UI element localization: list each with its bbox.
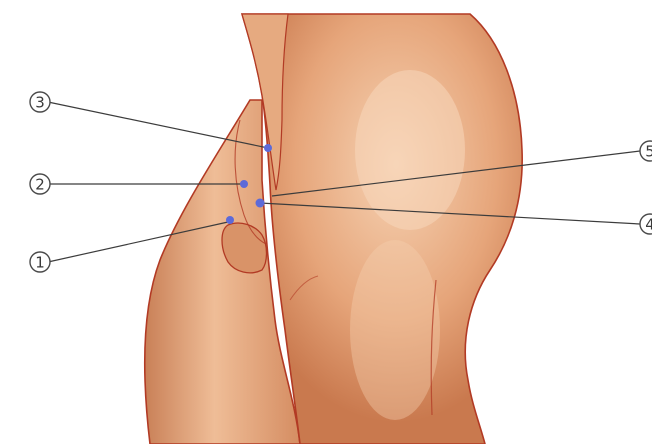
callout-3-label: 3 [35, 94, 45, 112]
callout-5-label: 5 [645, 143, 652, 161]
callout-2: 2 [30, 174, 50, 194]
marker-1 [226, 216, 234, 224]
callout-1-label: 1 [35, 254, 45, 272]
callout-4: 4 [640, 214, 652, 234]
callout-1: 1 [30, 252, 50, 272]
callout-4-label: 4 [645, 216, 652, 234]
callout-3: 3 [30, 92, 50, 112]
marker-2 [240, 180, 248, 188]
marker-5-4 [256, 199, 265, 208]
thigh-highlight [350, 240, 440, 420]
callout-5: 5 [640, 141, 652, 161]
buttock-highlight [355, 70, 465, 230]
callout-2-label: 2 [35, 176, 45, 194]
marker-3 [264, 144, 272, 152]
